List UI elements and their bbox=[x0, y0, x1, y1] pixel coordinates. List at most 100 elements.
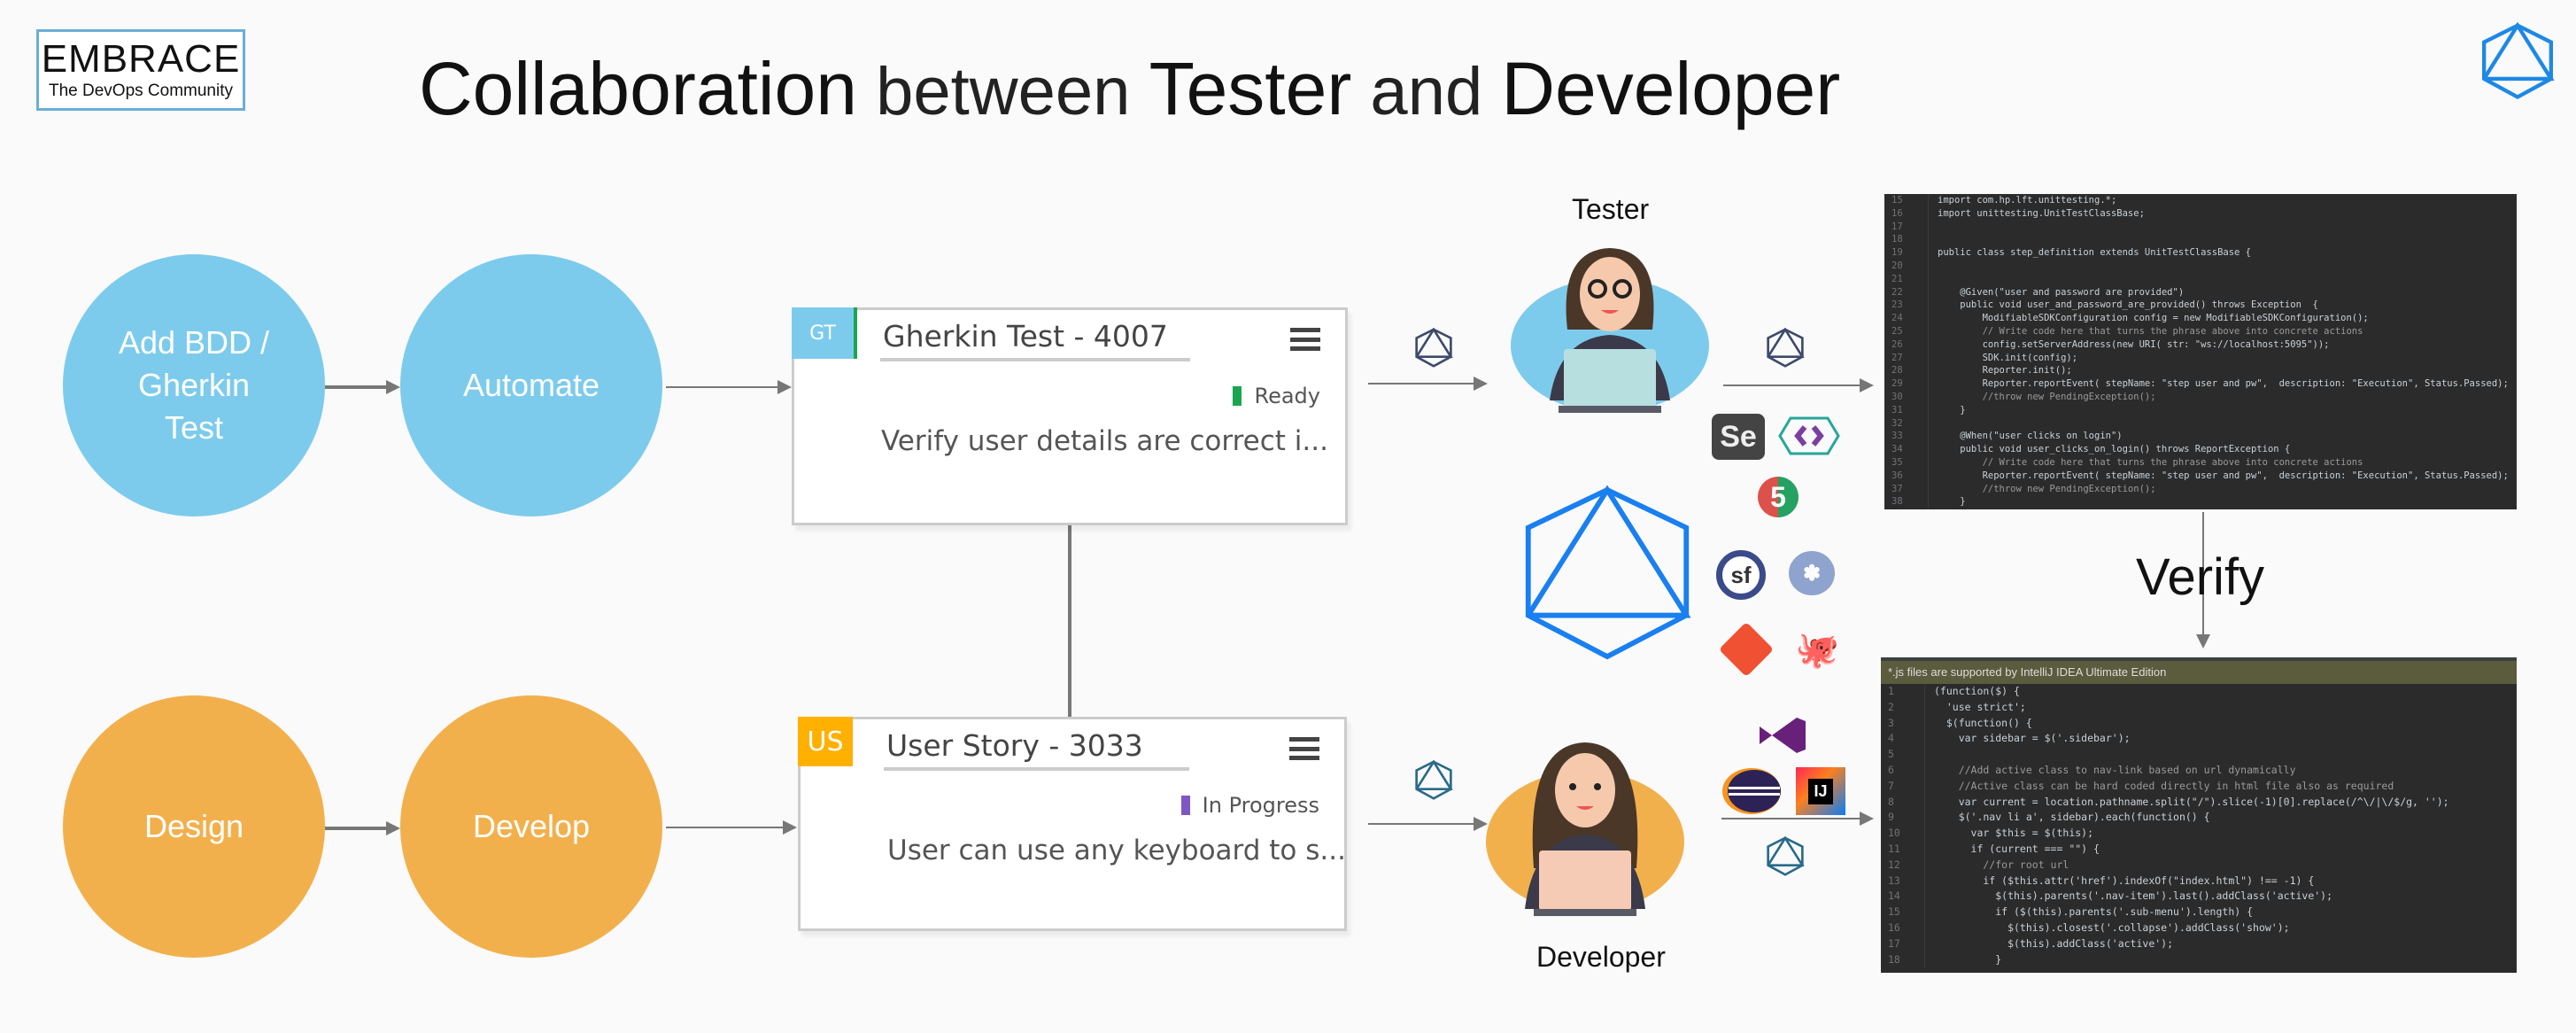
line-number: 25 bbox=[1884, 324, 1929, 338]
line-number: 10 bbox=[1881, 826, 1925, 842]
arrow-head bbox=[386, 380, 400, 394]
line-number: 15 bbox=[1884, 194, 1929, 207]
hex-icon bbox=[1767, 836, 1805, 876]
hamburger-menu-icon[interactable] bbox=[1289, 737, 1319, 760]
code-line: 27 SDK.init(config); bbox=[1884, 351, 2517, 365]
code-line: 18 } bbox=[1881, 951, 2517, 968]
line-number: 4 bbox=[1881, 731, 1925, 748]
line-number: 26 bbox=[1884, 338, 1929, 352]
code-line: 17 bbox=[1884, 220, 2517, 234]
intellij-label: IJ bbox=[1808, 778, 1833, 804]
line-number: 32 bbox=[1884, 416, 1929, 431]
code-line: 2 'use strict'; bbox=[1881, 699, 2517, 716]
line-number: 12 bbox=[1881, 857, 1925, 874]
page-title: Collaboration between Tester and Develop… bbox=[419, 46, 1840, 132]
code-line: 10 var $this = $(this); bbox=[1881, 826, 2517, 842]
step-label: Design bbox=[143, 808, 244, 844]
code-text: public void user_and_password_are_provid… bbox=[1938, 299, 2318, 311]
status-text: Ready bbox=[1254, 384, 1320, 408]
line-number: 30 bbox=[1884, 390, 1929, 404]
title-part: Collaboration bbox=[419, 47, 857, 130]
code-text: ModifiableSDKConfiguration config = new … bbox=[1938, 313, 2369, 324]
code-line: 4 var sidebar = $('.sidebar'); bbox=[1881, 731, 2517, 748]
verify-arrow-line bbox=[2202, 512, 2204, 636]
code-text: //Active class can be hard coded directl… bbox=[1934, 779, 2394, 792]
code-text: Reporter.reportEvent( stepName: "step us… bbox=[1938, 378, 2509, 390]
status-text: In Progress bbox=[1202, 793, 1319, 818]
code-text: var sidebar = $('.sidebar'); bbox=[1934, 732, 2131, 745]
symfony-label: sf bbox=[1730, 561, 1752, 588]
code-line: 9 $('.nav li a', sidebar).each(function(… bbox=[1881, 810, 2517, 827]
arrow-head bbox=[1474, 817, 1488, 831]
line-number: 8 bbox=[1881, 794, 1925, 811]
hamburger-menu-icon[interactable] bbox=[1290, 328, 1320, 351]
js-code-editor[interactable]: *.js files are supported by IntelliJ IDE… bbox=[1881, 657, 2517, 973]
arrow-line bbox=[325, 385, 387, 389]
card-link-line bbox=[1068, 523, 1071, 718]
code-line: 18 bbox=[1884, 233, 2517, 247]
line-number: 18 bbox=[1881, 951, 1925, 968]
code-text: } bbox=[1938, 496, 1966, 508]
junit5-label: 5 bbox=[1770, 480, 1786, 513]
line-number: 33 bbox=[1884, 430, 1929, 444]
card-title[interactable]: User Story - 3033 bbox=[886, 728, 1143, 763]
title-part: between bbox=[856, 54, 1149, 129]
visual-studio-icon bbox=[1760, 718, 1806, 753]
selenium-label: Se bbox=[1720, 419, 1757, 454]
line-number: 2 bbox=[1881, 699, 1925, 716]
code-text: } bbox=[1938, 404, 1966, 416]
developer-avatar bbox=[1486, 742, 1684, 916]
step-develop: Develop bbox=[400, 695, 662, 958]
code-text: import com.hp.lft.unittesting.*; bbox=[1938, 195, 2117, 206]
hex-icon bbox=[1415, 328, 1453, 368]
line-number: 22 bbox=[1884, 285, 1929, 299]
line-number: 35 bbox=[1884, 455, 1929, 470]
code-text: $('.nav li a', sidebar).each(function() … bbox=[1934, 811, 2210, 824]
eclipse-icon bbox=[1722, 768, 1781, 814]
card-title[interactable]: Gherkin Test - 4007 bbox=[883, 319, 1168, 353]
line-number: 9 bbox=[1881, 810, 1925, 827]
code-text: Reporter.reportEvent( stepName: "step us… bbox=[1938, 470, 2509, 481]
line-number: 29 bbox=[1884, 377, 1929, 391]
code-text: config.setServerAddress(new URI( str: "w… bbox=[1938, 338, 2330, 350]
code-text: if ($(this).parents('.sub-menu').length)… bbox=[1934, 905, 2254, 919]
title-part: Developer bbox=[1501, 47, 1841, 130]
code-line: 35 // Write code here that turns the phr… bbox=[1884, 455, 2517, 470]
arrow-head bbox=[1860, 378, 1874, 392]
arrow-head bbox=[783, 820, 797, 835]
code-line: 6 //Add active class to nav-link based o… bbox=[1881, 762, 2517, 779]
arrow-line bbox=[1723, 384, 1861, 386]
line-number: 11 bbox=[1881, 841, 1925, 858]
arrow-line bbox=[325, 827, 387, 830]
arrow-head bbox=[777, 380, 792, 394]
line-number: 17 bbox=[1884, 220, 1929, 234]
line-number: 3 bbox=[1881, 715, 1925, 732]
status-swatch bbox=[1233, 386, 1242, 406]
line-number: 14 bbox=[1881, 889, 1925, 905]
git-icon bbox=[1718, 621, 1775, 678]
verify-label: Verify bbox=[2136, 548, 2265, 606]
card-description: Verify user details are correct i... bbox=[881, 425, 1328, 457]
code-line: 17 $(this).addClass('active'); bbox=[1881, 936, 2517, 952]
code-text: $(this).parents('.nav-item').last().addC… bbox=[1934, 889, 2333, 903]
gherkin-test-card[interactable]: GT Gherkin Test - 4007 Ready Verify user… bbox=[792, 307, 1348, 525]
code-text: $(this).closest('.collapse').addClass('s… bbox=[1934, 920, 2290, 934]
line-number: 37 bbox=[1884, 482, 1929, 496]
logo-name: EMBRACE bbox=[41, 37, 241, 81]
line-number: 5 bbox=[1881, 747, 1925, 763]
junit5-icon: 5 bbox=[1758, 477, 1799, 517]
arrow-line bbox=[666, 827, 785, 828]
user-story-card[interactable]: US User Story - 3033 In Progress User ca… bbox=[798, 717, 1347, 931]
code-line: 32 bbox=[1884, 416, 2517, 431]
devops-hex-logo-icon bbox=[2482, 22, 2555, 100]
code-text: //for root url bbox=[1934, 858, 2069, 871]
code-line: 22 @Given("user and password are provide… bbox=[1884, 285, 2517, 299]
status-badge: In Progress bbox=[1180, 793, 1319, 818]
arrow-head bbox=[1860, 812, 1874, 826]
code-line: 25 // Write code here that turns the phr… bbox=[1884, 324, 2517, 338]
code-line: 15 if ($(this).parents('.sub-menu').leng… bbox=[1881, 905, 2517, 920]
devops-hex-large-icon bbox=[1525, 485, 1691, 660]
line-number: 24 bbox=[1884, 312, 1929, 325]
